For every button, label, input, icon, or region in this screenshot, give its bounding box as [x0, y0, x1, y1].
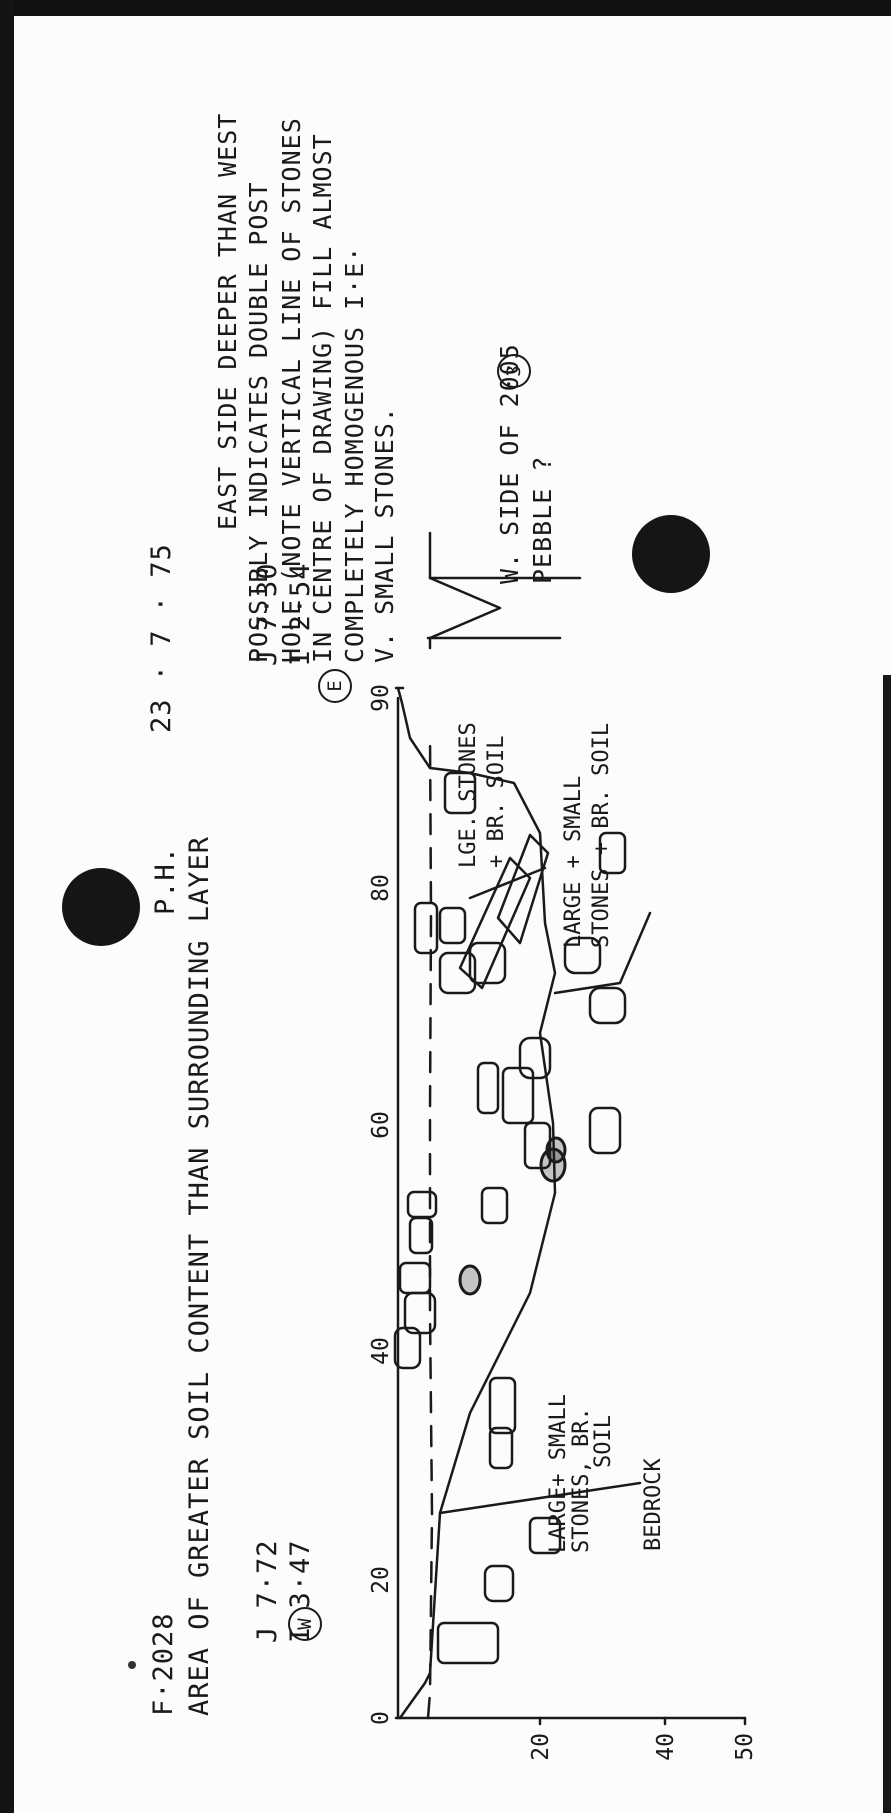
- stone: [408, 1216, 434, 1255]
- stone: [480, 1186, 509, 1225]
- stone: [438, 951, 477, 995]
- stone: [443, 771, 477, 815]
- y-tick-label: 40: [653, 1733, 679, 1761]
- x-tick-label: 0: [368, 1711, 394, 1725]
- label-bedrock: BEDROCK: [641, 1458, 666, 1551]
- stone: [438, 906, 467, 945]
- boundary-top: [468, 866, 547, 900]
- hatched-stone: [545, 1136, 567, 1164]
- boundary-right: [553, 911, 652, 995]
- label-stones-left: STONES, BR.: [569, 1407, 594, 1553]
- y-tick-label: 50: [732, 1733, 758, 1761]
- stone: [588, 1106, 622, 1155]
- label-lge-soil: + BR. SOIL: [484, 736, 509, 868]
- x-tick-label: 80: [368, 874, 394, 902]
- stone: [488, 1426, 514, 1470]
- long-stone: [496, 833, 550, 945]
- stone: [468, 941, 507, 985]
- stone: [501, 1066, 535, 1125]
- x-tick-label: 60: [368, 1111, 394, 1139]
- stone: [523, 1121, 552, 1170]
- label-large-small-right: LARGE + SMALL: [561, 776, 586, 948]
- punch-hole-lower: [62, 868, 140, 946]
- x-tick-label: 90: [368, 684, 394, 712]
- stone: [413, 901, 439, 955]
- stone: [393, 1326, 422, 1370]
- stone: [563, 936, 602, 975]
- stone: [436, 1621, 500, 1665]
- scan-edge-top: [0, 0, 891, 16]
- speck: [128, 1661, 136, 1669]
- scan-edge-left: [0, 0, 14, 1813]
- hatched-stone: [458, 1264, 482, 1296]
- stone: [483, 1564, 515, 1603]
- x-tick-label: 40: [368, 1337, 394, 1365]
- scan-edge-right: [883, 675, 891, 1813]
- label-lge-stones: LGE. STONES: [456, 722, 481, 868]
- boundary-left: [438, 1481, 642, 1515]
- stone: [406, 1190, 438, 1219]
- label-soil-left: SOIL: [591, 1415, 616, 1468]
- stone: [528, 1516, 562, 1555]
- stone: [398, 1261, 432, 1295]
- label-stones-soil-right: STONES + BR. SOIL: [589, 723, 614, 948]
- y-tick-label: 20: [528, 1733, 554, 1761]
- long-stone: [458, 856, 532, 990]
- stone: [598, 831, 627, 875]
- pit-profile: [396, 686, 557, 1720]
- x-tick-label: 20: [368, 1566, 394, 1594]
- punch-hole-upper: [632, 515, 710, 593]
- stone: [476, 1061, 500, 1115]
- stone: [588, 986, 627, 1025]
- stone: [488, 1376, 517, 1435]
- label-large-small-left: LARGE+ SMALL: [546, 1394, 571, 1553]
- stone: [518, 1036, 552, 1080]
- callout-bracket: [428, 531, 502, 650]
